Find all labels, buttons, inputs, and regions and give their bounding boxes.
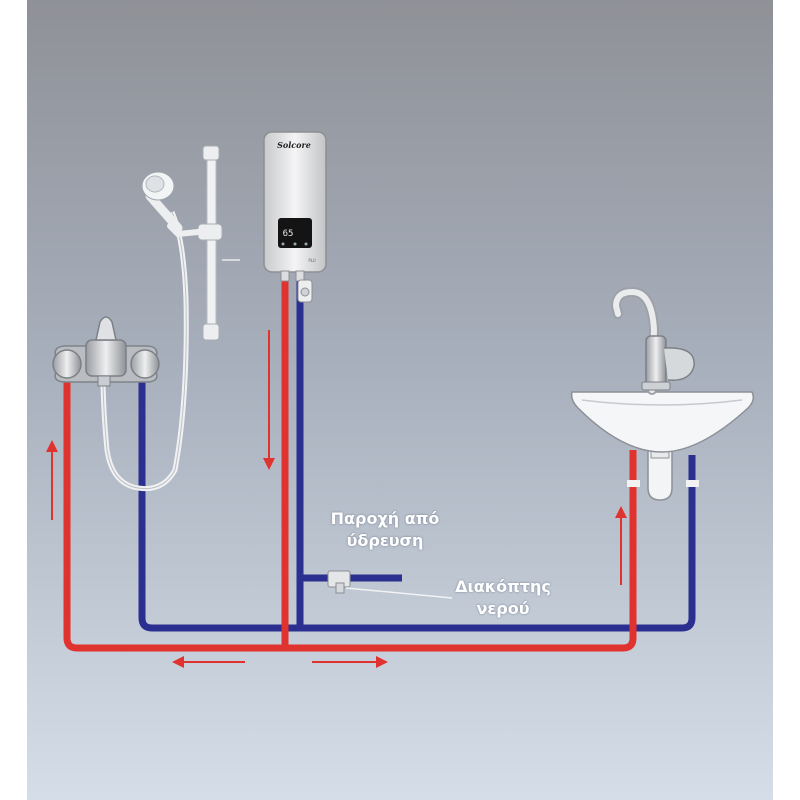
flow-arrow-icon [46, 440, 58, 520]
supply-label-line-1: Παροχή από [330, 509, 440, 528]
heater-model: PLU [308, 258, 315, 263]
flow-arrow-icon [172, 656, 245, 668]
sink-basin [570, 391, 755, 453]
shower-head-icon [100, 145, 240, 492]
flow-arrows [46, 330, 627, 668]
heater-display: 65 [283, 229, 294, 239]
sink-icon [570, 391, 755, 501]
heater-body [263, 131, 327, 273]
cold-pipe-shower [138, 378, 696, 632]
hot-pipe-main [63, 378, 637, 652]
sink-faucet-icon [610, 286, 695, 395]
hot-pipe-joint [627, 480, 640, 487]
water-valve-icon [327, 570, 453, 599]
valve-label: Διακόπτης νερού [438, 576, 568, 620]
valve-label-line-2: νερού [476, 599, 530, 618]
supply-label: Παροχή από ύδρευση [310, 508, 460, 552]
supply-label-line-2: ύδρευση [346, 531, 424, 550]
valve-label-line-1: Διακόπτης [455, 577, 551, 596]
hot-water-pipes [63, 278, 637, 652]
cold-pipe-joint [686, 480, 699, 487]
flow-arrow-icon [312, 656, 388, 668]
flow-arrow-icon [615, 506, 627, 585]
cold-water-pipes [138, 278, 696, 632]
flow-arrow-icon [263, 330, 275, 470]
shower-mixer-icon [52, 316, 160, 387]
heater-display-panel [278, 218, 312, 248]
water-heater-icon: Solcore 65 PLU [263, 131, 327, 303]
heater-brand: Solcore [277, 140, 311, 150]
valve-pointer [345, 587, 453, 599]
